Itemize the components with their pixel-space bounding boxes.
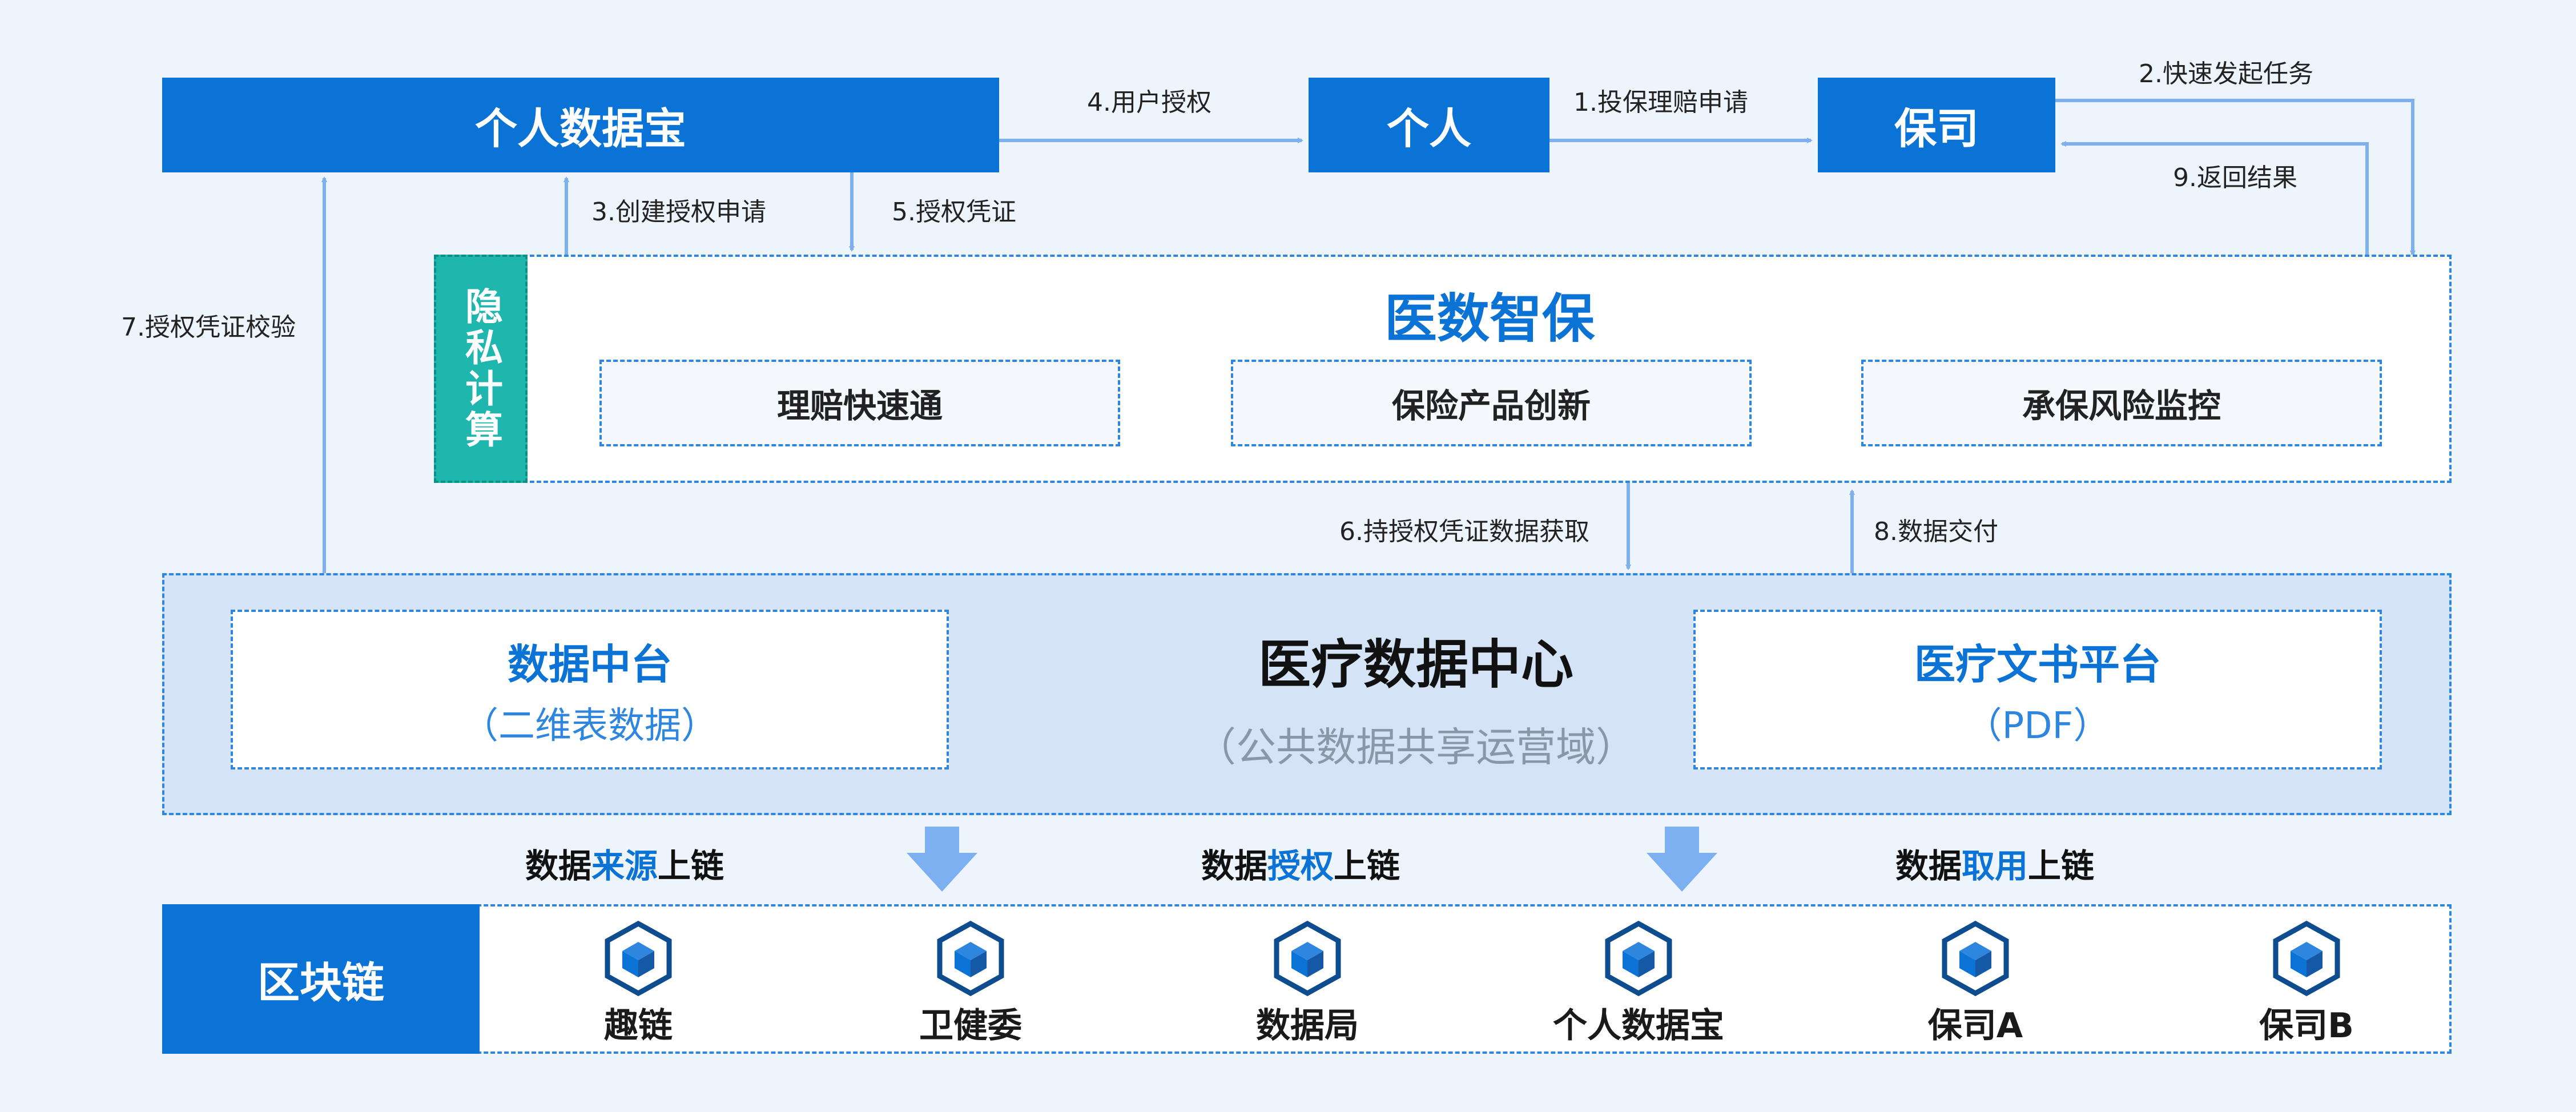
chain-label-source-key: 来源: [591, 847, 658, 885]
medical-data-center-heading: 医疗数据中心 （公共数据共享运营域）: [971, 622, 1861, 773]
blockchain-node-label: 保司A: [1927, 1006, 2023, 1046]
module-claims: 理赔快速通: [599, 360, 1120, 446]
chain-label-source-pre: 数据: [525, 847, 592, 885]
data-middle-platform-title: 数据中台: [507, 640, 672, 688]
down-arrow-icon: [907, 827, 977, 892]
edge-label-5: 5.授权凭证: [892, 198, 1016, 227]
cube-node-icon: [603, 920, 674, 997]
chain-label-source-post: 上链: [658, 847, 724, 885]
module-underwriting-risk: 承保风险监控: [1861, 360, 2382, 446]
cube-node-icon: [2271, 920, 2342, 997]
cube-node-icon: [1603, 920, 1674, 997]
cube-node-icon: [1272, 920, 1343, 997]
data-middle-platform-sub: （二维表数据）: [462, 704, 718, 747]
chain-label-auth-post: 上链: [1334, 847, 1400, 885]
medical-data-center-subtitle: （公共数据共享运营域）: [1196, 724, 1636, 771]
medical-document-platform-sub: （PDF）: [1965, 704, 2110, 747]
personal-vault-box: 个人数据宝: [162, 78, 999, 172]
blockchain-label: 区块链: [257, 958, 384, 1008]
edge-label-4: 4.用户授权: [1087, 88, 1211, 117]
chain-label-source: 数据来源上链: [525, 839, 724, 887]
smart-insurance-title: 医数智保: [1384, 288, 1595, 349]
edge-label-6: 6.持授权凭证数据获取: [1339, 517, 1589, 546]
blockchain-node-label: 卫健委: [919, 1006, 1022, 1046]
module-risk-label: 承保风险监控: [2022, 386, 2221, 425]
edge-label-1: 1.投保理赔申请: [1573, 88, 1748, 117]
chain-label-auth: 数据授权上链: [1201, 839, 1400, 887]
down-arrow-icons: [907, 827, 1717, 892]
chain-label-use-key: 取用: [1962, 847, 2028, 885]
arrow-9: [2060, 141, 2369, 255]
cube-node-icon: [1940, 920, 2011, 997]
module-claims-label: 理赔快速通: [776, 386, 943, 425]
chain-label-use-pre: 数据: [1895, 847, 1962, 885]
medical-document-platform-box: 医疗文书平台 （PDF）: [1693, 610, 2382, 769]
privacy-computing-label: 隐私计算: [459, 287, 503, 451]
cube-node-icon: [935, 920, 1006, 997]
blockchain-tag: 区块链: [162, 904, 480, 1054]
down-arrow-icon: [1647, 827, 1717, 892]
blockchain-node-label: 数据局: [1256, 1006, 1359, 1046]
chain-label-use-post: 上链: [2028, 847, 2095, 885]
edge-label-8: 8.数据交付: [1874, 517, 1998, 546]
edge-label-9: 9.返回结果: [2173, 163, 2297, 192]
insurer-box: 保司: [1818, 78, 2055, 172]
module-product-label: 保险产品创新: [1391, 386, 1591, 425]
individual-label: 个人: [1387, 104, 1471, 154]
edge-label-3: 3.创建授权申请: [591, 198, 766, 227]
chain-label-use: 数据取用上链: [1895, 839, 2094, 887]
medical-document-platform-title: 医疗文书平台: [1914, 640, 2161, 688]
insurer-label: 保司: [1894, 104, 1979, 154]
arrow-2: [2055, 99, 2416, 256]
chain-label-auth-pre: 数据: [1201, 847, 1268, 885]
blockchain-node-label: 趣链: [604, 1006, 673, 1046]
edge-label-2: 2.快速发起任务: [2139, 59, 2313, 88]
data-middle-platform-box: 数据中台 （二维表数据）: [231, 610, 949, 769]
blockchain-node-label: 保司B: [2259, 1006, 2354, 1046]
chain-label-auth-key: 授权: [1267, 847, 1334, 885]
edge-label-7: 7.授权凭证校验: [121, 313, 296, 342]
module-product-innovation: 保险产品创新: [1231, 360, 1752, 446]
blockchain-node-label: 个人数据宝: [1553, 1006, 1724, 1046]
privacy-computing-tag: 隐私计算: [434, 255, 528, 483]
individual-box: 个人: [1309, 78, 1549, 172]
personal-vault-label: 个人数据宝: [475, 104, 686, 154]
medical-data-center-title: 医疗数据中心: [1258, 634, 1573, 695]
